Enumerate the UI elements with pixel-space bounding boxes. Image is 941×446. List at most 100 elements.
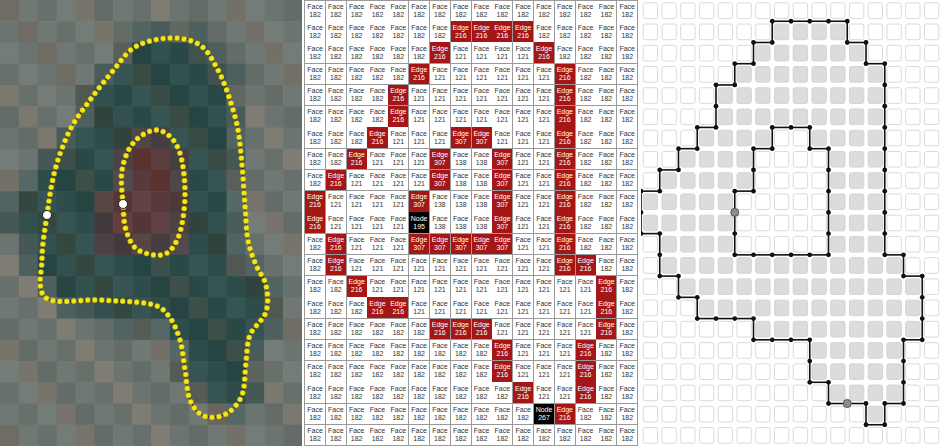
cell-value: 216 xyxy=(601,308,613,316)
pixel-square xyxy=(662,215,676,231)
pixel-square xyxy=(868,321,882,337)
pixel-square xyxy=(924,406,938,422)
contour-dot xyxy=(110,69,115,74)
contour-segment xyxy=(659,170,661,191)
grid-cell: Face182 xyxy=(617,149,638,171)
image-pixel xyxy=(76,127,95,149)
grid-cell: Face182 xyxy=(617,42,638,64)
contour-vertex xyxy=(789,337,794,342)
contour-vertex xyxy=(657,168,662,173)
grid-cell: Face121 xyxy=(534,234,555,256)
cell-value: 182 xyxy=(497,393,509,401)
cell-type: Edge xyxy=(494,151,510,159)
start-node xyxy=(119,200,128,209)
image-pixel xyxy=(132,361,151,383)
grid-cell: Face182 xyxy=(617,21,638,43)
contour-segment xyxy=(772,254,791,256)
cell-type: Face xyxy=(328,193,344,201)
grid-cell: Face182 xyxy=(347,361,368,383)
pixel-square xyxy=(831,88,845,104)
cell-value: 182 xyxy=(580,223,592,231)
image-pixel xyxy=(245,0,264,22)
image-pixel xyxy=(94,319,113,341)
image-pixel xyxy=(264,42,283,64)
cell-type: Face xyxy=(307,278,323,286)
pixel-square xyxy=(793,88,807,104)
image-pixel xyxy=(132,0,151,22)
pixel-square xyxy=(849,364,863,380)
grid-cell: Edge216 xyxy=(305,212,326,234)
cell-value: 216 xyxy=(372,138,384,146)
pixel-square xyxy=(924,130,938,146)
image-pixel xyxy=(227,42,246,64)
contour-dot xyxy=(250,253,255,258)
contour-dot xyxy=(57,299,62,304)
contour-vertex xyxy=(732,316,737,321)
grid-cell: Face182 xyxy=(617,85,638,107)
image-pixel xyxy=(19,127,38,149)
contour-vertex xyxy=(676,295,681,300)
image-pixel xyxy=(0,425,19,446)
contour-vertex xyxy=(641,210,643,215)
pixel-square xyxy=(868,300,882,316)
contour-segment xyxy=(754,42,773,44)
cell-value: 121 xyxy=(455,308,467,316)
pixel-square xyxy=(924,385,938,401)
cell-value: 182 xyxy=(351,138,363,146)
cell-value: 182 xyxy=(309,95,321,103)
pixel-square xyxy=(699,151,713,167)
cell-value: 182 xyxy=(601,244,613,252)
grid-cell: Face182 xyxy=(596,212,617,234)
cell-value: 121 xyxy=(392,244,404,252)
contour-dot xyxy=(212,62,217,67)
cell-type: Face xyxy=(307,342,323,350)
cell-type: Face xyxy=(453,406,469,414)
pixel-square xyxy=(699,236,713,252)
cell-value: 182 xyxy=(434,393,446,401)
cell-type: Face xyxy=(411,108,427,116)
cell-type: Face xyxy=(536,24,552,32)
contour-dot xyxy=(195,41,200,46)
image-pixel xyxy=(113,170,132,192)
grid-cell: Face121 xyxy=(513,106,534,128)
grid-cell: Face182 xyxy=(326,64,347,86)
cell-type: Face xyxy=(307,321,323,329)
contour-vertex xyxy=(807,19,812,24)
cell-type: Face xyxy=(599,342,615,350)
cell-type: Edge xyxy=(494,172,510,180)
contour-vertex xyxy=(845,40,850,45)
pixel-square xyxy=(718,385,732,401)
cell-value: 182 xyxy=(621,138,633,146)
image-pixel xyxy=(208,234,227,256)
grid-cell: Face182 xyxy=(326,404,347,426)
image-pixel xyxy=(19,276,38,298)
pixel-square xyxy=(756,279,770,295)
cell-value: 121 xyxy=(497,116,509,124)
cell-value: 182 xyxy=(330,95,342,103)
cell-value: 121 xyxy=(455,286,467,294)
cell-value: 182 xyxy=(517,414,529,422)
image-pixel xyxy=(132,127,151,149)
contour-vertex xyxy=(751,189,756,194)
pixel-square xyxy=(868,67,882,83)
image-pixel xyxy=(264,425,283,446)
image-pixel xyxy=(132,170,151,192)
pixel-square xyxy=(793,130,807,146)
cell-type: Face xyxy=(349,406,365,414)
cell-value: 307 xyxy=(497,180,509,188)
contour-dot xyxy=(144,251,149,256)
grid-cell: Face182 xyxy=(305,297,326,319)
grid-cell: Face121 xyxy=(534,127,555,149)
grid-cell: Edge307 xyxy=(430,149,451,171)
cell-value: 216 xyxy=(434,53,446,61)
contour-vertex xyxy=(789,252,794,257)
grid-cell: Face182 xyxy=(347,319,368,341)
cell-type: Edge xyxy=(577,342,593,350)
cell-type: Face xyxy=(307,151,323,159)
grid-cell: Edge216 xyxy=(596,319,617,341)
image-pixel xyxy=(94,340,113,362)
image-pixel xyxy=(151,127,170,149)
pixel-square xyxy=(906,343,920,359)
cell-value: 307 xyxy=(455,244,467,252)
contour-dot xyxy=(265,298,270,303)
